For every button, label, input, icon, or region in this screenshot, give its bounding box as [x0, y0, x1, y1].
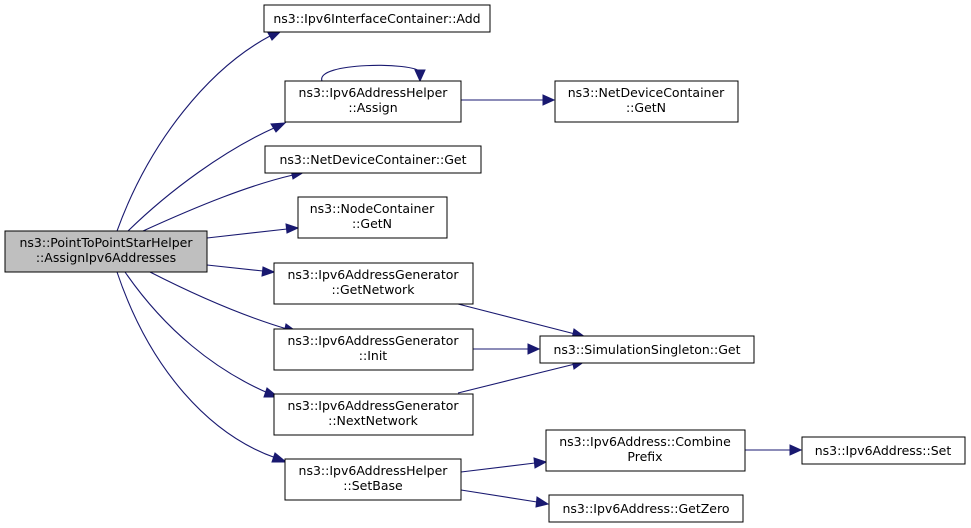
node-label: ns3::Ipv6AddressHelper: [299, 463, 449, 478]
node-box: [539, 335, 755, 364]
edge-arrowhead: [789, 444, 803, 456]
node-simulation-singleton-get[interactable]: ns3::SimulationSingleton::Get: [539, 335, 755, 364]
node-label: ::GetNetwork: [332, 282, 416, 297]
node-label: ::Assign: [348, 100, 397, 115]
node-label: ns3::Ipv6InterfaceContainer::Add: [273, 11, 480, 26]
node-box: [297, 196, 448, 239]
edge-root-to-gen-init: [149, 271, 288, 330]
node-ipv6-interface-container-add[interactable]: ns3::Ipv6InterfaceContainer::Add: [263, 4, 491, 33]
node-box: [554, 80, 739, 123]
edge-root-to-node-getn: [206, 228, 288, 239]
node-label: ns3::NetDeviceContainer::Get: [279, 152, 466, 167]
edge-arrowhead: [261, 266, 276, 277]
node-box: [273, 393, 474, 436]
node-ipv6-address-generator-getnetwork[interactable]: ns3::Ipv6AddressGenerator ::GetNetwork: [273, 262, 474, 305]
node-box: [801, 436, 966, 465]
node-net-device-container-get[interactable]: ns3::NetDeviceContainer::Get: [264, 145, 482, 174]
node-label: ::NextNetwork: [328, 413, 418, 428]
node-ipv6-address-set[interactable]: ns3::Ipv6Address::Set: [801, 436, 966, 465]
node-box: [548, 494, 744, 523]
node-box: [264, 145, 482, 174]
edge-setbase-to-addr-combine: [460, 462, 536, 473]
edge-root-to-gen-nextnetwork: [124, 271, 269, 394]
node-ipv6-address-generator-nextnetwork[interactable]: ns3::Ipv6AddressGenerator ::NextNetwork: [273, 393, 474, 436]
node-node-container-getn[interactable]: ns3::NodeContainer ::GetN: [297, 196, 448, 239]
node-label: ::GetN: [352, 216, 392, 231]
edge-gen-getnetwork-to-singleton: [457, 303, 576, 335]
edge-root-to-gen-getnetwork: [206, 264, 264, 272]
node-label: ns3::Ipv6AddressHelper: [299, 85, 449, 100]
node-label: ns3::Ipv6Address::Set: [815, 443, 952, 458]
edge-root-to-helper-setbase: [116, 271, 277, 459]
edge-gen-nextnetwork-to-singleton: [457, 363, 576, 394]
edge-arrowhead: [270, 122, 287, 133]
node-ipv6-address-helper-setbase[interactable]: ns3::Ipv6AddressHelper ::SetBase: [284, 458, 462, 501]
node-label: ns3::Ipv6Address::Combine: [559, 434, 731, 449]
node-label: ns3::NetDeviceContainer: [568, 85, 725, 100]
node-label: ns3::Ipv6Address::GetZero: [562, 501, 729, 516]
node-box: [263, 4, 491, 33]
edge-arrowhead: [535, 496, 550, 508]
edge-arrowhead: [271, 452, 288, 463]
node-ipv6-address-generator-init[interactable]: ns3::Ipv6AddressGenerator ::Init: [273, 328, 474, 371]
node-label: ns3::Ipv6AddressGenerator: [287, 333, 459, 348]
node-ipv6-address-getzero[interactable]: ns3::Ipv6Address::GetZero: [548, 494, 744, 523]
edge-root-to-helper-assign: [127, 127, 275, 232]
edge-arrowhead: [285, 223, 300, 234]
node-ipv6-address-combine-prefix[interactable]: ns3::Ipv6Address::Combine Prefix: [545, 429, 746, 472]
node-label: ns3::Ipv6AddressGenerator: [287, 398, 459, 413]
edge-arrowhead: [533, 457, 548, 469]
edge-arrowhead: [542, 94, 556, 106]
edge-helper-assign-self: [321, 64, 421, 82]
edge-setbase-to-addr-getzero: [460, 489, 538, 503]
edge-root-to-netdev-get: [142, 174, 294, 232]
node-net-device-container-getn[interactable]: ns3::NetDeviceContainer ::GetN: [554, 80, 739, 123]
edge-root-to-container-add: [116, 35, 271, 232]
node-label: ::AssignIpv6Addresses: [36, 250, 176, 265]
node-root[interactable]: ns3::PointToPointStarHelper ::AssignIpv6…: [4, 230, 208, 273]
node-ipv6-address-helper-assign[interactable]: ns3::Ipv6AddressHelper ::Assign: [284, 80, 462, 123]
node-box: [273, 328, 474, 371]
node-box: [4, 230, 208, 273]
node-label: ns3::Ipv6AddressGenerator: [287, 267, 459, 282]
node-label: ns3::NodeContainer: [310, 201, 435, 216]
node-box: [545, 429, 746, 472]
node-box: [284, 458, 462, 501]
node-label: ::Init: [359, 348, 388, 363]
node-box: [284, 80, 462, 123]
node-label: ::GetN: [626, 100, 666, 115]
node-label: ns3::SimulationSingleton::Get: [554, 342, 741, 357]
node-label: Prefix: [627, 449, 662, 464]
node-box: [273, 262, 474, 305]
edge-arrowhead: [414, 69, 426, 83]
edge-arrowhead: [527, 343, 541, 355]
node-label: ::SetBase: [343, 478, 403, 493]
node-label: ns3::PointToPointStarHelper: [19, 235, 193, 250]
